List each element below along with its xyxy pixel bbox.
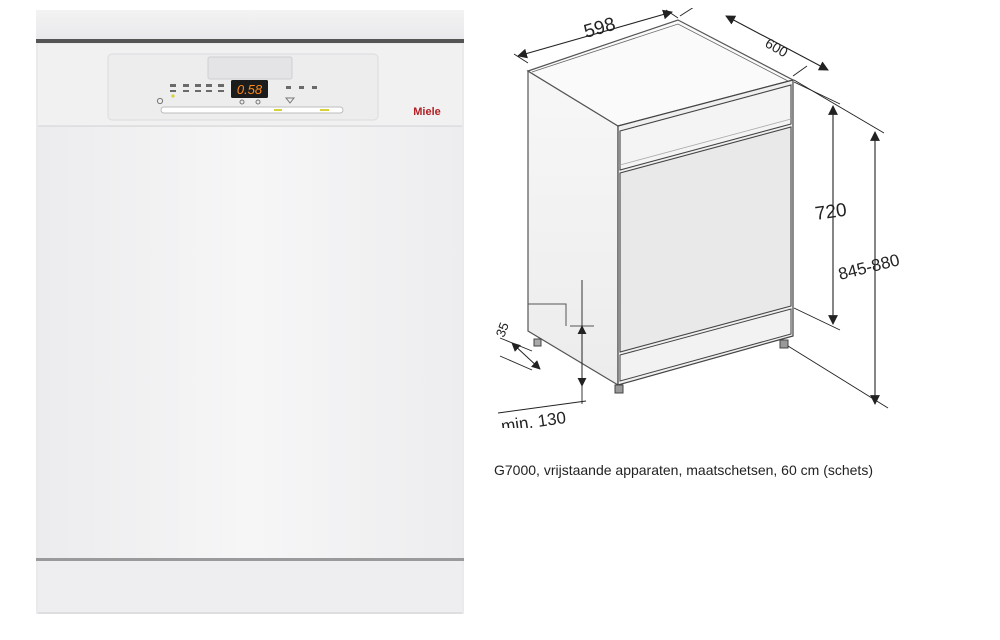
dishwasher-photo: 0.58 Miele [36, 10, 464, 614]
front-plinth [619, 308, 792, 382]
program-buttons [170, 84, 317, 92]
display-readout: 0.58 [237, 82, 263, 97]
plinth [38, 561, 462, 614]
foot-front-left [614, 384, 624, 394]
front-door [619, 126, 792, 353]
width-label: 598 [582, 14, 618, 43]
depth-label: 600 [763, 35, 791, 61]
body-height-label: 720 [814, 200, 848, 225]
foot-front-right [779, 339, 789, 349]
plinth-label: 35 [493, 320, 512, 339]
power-button [156, 97, 164, 105]
plinth-dimension-line [511, 342, 541, 370]
dimension-sketch: 598 600 720 845-880 35 min. 130 [493, 8, 902, 428]
door-handle [207, 56, 293, 80]
front-control-strip [619, 84, 792, 171]
total-height-label: 845-880 [836, 250, 901, 284]
foot-back-left [533, 338, 542, 347]
dishwasher-top [36, 10, 464, 40]
start-arrow-icon [284, 97, 296, 104]
indicator-led [171, 94, 175, 98]
dishwasher-door [38, 127, 462, 558]
miele-logo: Miele [413, 106, 441, 118]
time-display [231, 80, 268, 98]
depth-dimension-line [725, 15, 829, 71]
control-strip [160, 106, 344, 114]
width-dimension-line [517, 9, 673, 59]
sketch-caption: G7000, vrijstaande apparaten, maatschets… [494, 462, 873, 478]
